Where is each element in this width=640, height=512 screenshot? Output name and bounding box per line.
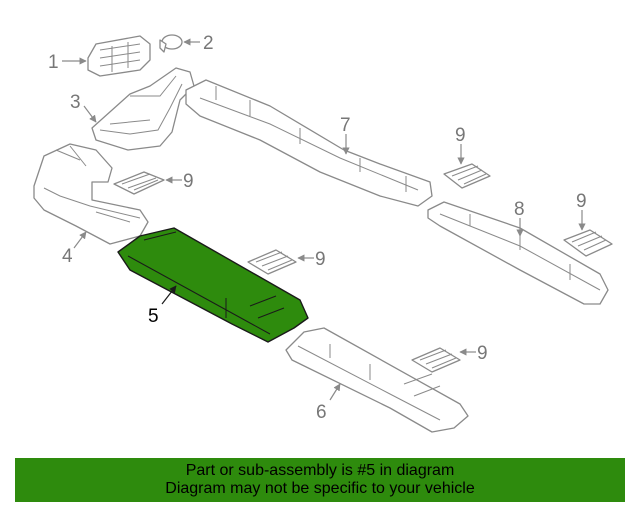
callout-9b[interactable]: 9 xyxy=(455,125,466,146)
callout-2[interactable]: 2 xyxy=(203,33,214,54)
part-4-floor-duct[interactable] xyxy=(33,143,149,245)
callout-9a[interactable]: 9 xyxy=(183,171,194,192)
part-9-grille-e[interactable] xyxy=(411,347,461,373)
part-1-duct-connector[interactable] xyxy=(87,35,151,77)
callout-6[interactable]: 6 xyxy=(316,402,327,423)
callout-1[interactable]: 1 xyxy=(48,52,59,73)
callout-4[interactable]: 4 xyxy=(62,246,73,267)
callout-9c[interactable]: 9 xyxy=(576,191,587,212)
part-9-grille-b[interactable] xyxy=(443,163,491,189)
callout-5-leader xyxy=(161,285,177,305)
callout-9d[interactable]: 9 xyxy=(315,249,326,270)
callout-3-leader xyxy=(83,105,97,123)
part-7-center-duct[interactable] xyxy=(185,79,433,207)
callout-4-leader xyxy=(73,231,87,249)
callout-7[interactable]: 7 xyxy=(340,115,351,136)
part-6-lower-floor-duct[interactable] xyxy=(285,327,469,433)
banner-line-2: Diagram may not be specific to your vehi… xyxy=(165,480,475,497)
callout-6-leader xyxy=(329,383,341,401)
part-9-grille-c[interactable] xyxy=(563,229,613,257)
callout-9e[interactable]: 9 xyxy=(477,343,488,364)
callout-5[interactable]: 5 xyxy=(148,306,159,327)
part-9-grille-d[interactable] xyxy=(247,249,297,275)
part-5-floor-duct-highlighted[interactable] xyxy=(117,227,309,343)
callout-8[interactable]: 8 xyxy=(514,199,525,220)
banner-line-1: Part or sub-assembly is #5 in diagram xyxy=(185,462,455,479)
callout-3[interactable]: 3 xyxy=(70,92,81,113)
info-banner: Part or sub-assembly is #5 in diagram Di… xyxy=(15,458,625,502)
part-8-right-duct[interactable] xyxy=(427,201,609,305)
part-9-grille-a[interactable] xyxy=(113,171,165,195)
part-3-elbow-duct[interactable] xyxy=(91,67,195,151)
part-2-push-clip[interactable] xyxy=(159,34,183,53)
